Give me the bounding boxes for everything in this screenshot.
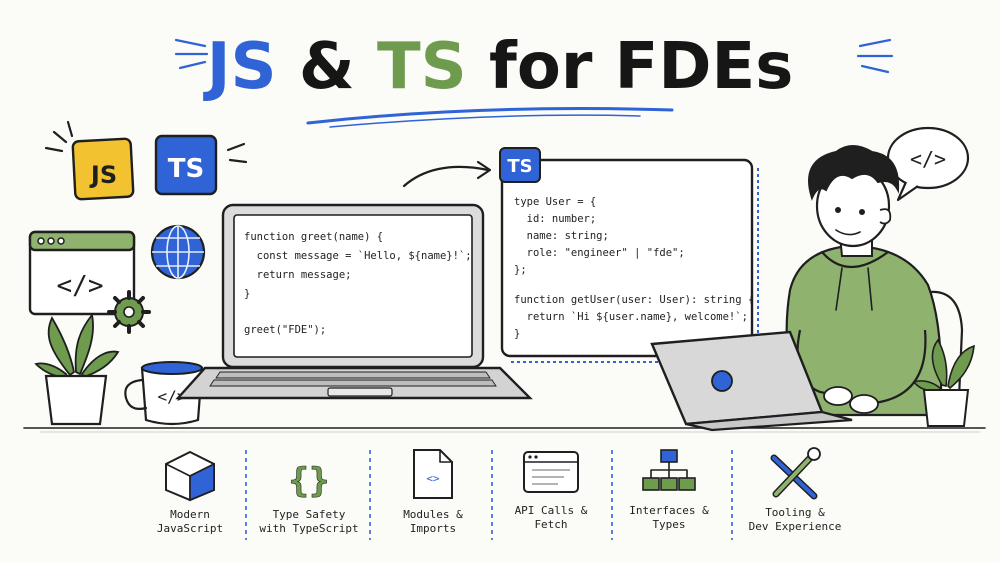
plant-left xyxy=(34,312,120,426)
feature-2-line-1: Type Safety xyxy=(273,508,346,521)
code-window-icon: </> xyxy=(28,230,136,316)
feature-6-line-1: Tooling & xyxy=(765,506,825,519)
feature-6-line-2: Dev Experience xyxy=(749,520,842,533)
feature-type-safety: {} Type Safety with TypeScript xyxy=(259,461,358,535)
laptop-center xyxy=(175,203,533,400)
panel-code-line-7: function getUser(user: User): string { xyxy=(514,294,754,306)
title-js: JS xyxy=(203,30,277,104)
ts-code-panel: TS xyxy=(499,147,759,363)
title-rest: for FDEs xyxy=(467,30,794,104)
js-badge: JS xyxy=(44,120,135,201)
feature-row: Modern JavaScript {} Type Safety with Ty… xyxy=(157,447,842,540)
feature-2-line-2: with TypeScript xyxy=(259,522,358,535)
ts-panel-badge: TS xyxy=(507,156,532,177)
feature-1-line-1: Modern xyxy=(170,508,210,521)
title-amp: & xyxy=(277,30,377,104)
laptop-code-line-4: } xyxy=(244,288,250,300)
page-title: JS & TS for FDEs xyxy=(203,30,794,104)
browser-window-icon xyxy=(523,451,579,493)
title-ts: TS xyxy=(377,30,467,104)
laptop-code-line-1: function greet(name) { xyxy=(244,231,383,243)
feature-interfaces-types: Interfaces & Types xyxy=(629,449,709,531)
speech-glyph: </> xyxy=(910,147,946,171)
file-code-icon: <> xyxy=(413,449,453,499)
hierarchy-icon xyxy=(642,449,696,491)
laptop-code-line-6: greet("FDE"); xyxy=(244,324,326,336)
title-decoration xyxy=(174,38,894,128)
feature-4-line-2: Fetch xyxy=(534,518,567,531)
panel-code-line-9: } xyxy=(514,328,520,340)
svg-text:<>: <> xyxy=(426,472,440,485)
panel-code-line-2: id: number; xyxy=(514,213,596,225)
feature-modules-imports: <> Modules & Imports xyxy=(403,449,463,535)
feature-modern-javascript: Modern JavaScript xyxy=(157,450,223,535)
laptop-right xyxy=(650,330,853,432)
mug-glyph: </> xyxy=(158,387,187,406)
panel-code-line-3: name: string; xyxy=(514,230,609,242)
gear-icon xyxy=(107,290,151,334)
laptop-code-line-3: return message; xyxy=(244,269,351,281)
plant-right xyxy=(912,338,975,427)
ts-badge: TS xyxy=(154,134,248,196)
feature-5-line-2: Types xyxy=(652,518,685,531)
feature-api-calls: API Calls & Fetch xyxy=(515,451,588,531)
panel-code-line-8: return `Hi ${user.name}, welcome!`; xyxy=(514,311,748,323)
arrow-to-ts xyxy=(402,165,490,188)
feature-1-line-2: JavaScript xyxy=(157,522,223,535)
js-badge-label: JS xyxy=(89,161,117,189)
chair xyxy=(928,290,964,422)
panel-code-line-1: type User = { xyxy=(514,196,596,208)
laptop-code-line-2: const message = `Hello, ${name}!`; xyxy=(244,250,472,262)
braces-icon: {} xyxy=(288,461,330,502)
ts-code-block: type User = { id: number; name: string; … xyxy=(514,196,754,340)
feature-tooling: Tooling & Dev Experience xyxy=(749,447,842,533)
feature-3-line-1: Modules & xyxy=(403,508,463,521)
panel-code-line-5: }; xyxy=(514,264,527,276)
feature-5-line-1: Interfaces & xyxy=(629,504,709,517)
tools-icon xyxy=(770,447,821,500)
laptop-keyboard xyxy=(209,371,497,387)
feature-3-line-2: Imports xyxy=(410,522,456,535)
window-code-glyph: </> xyxy=(57,271,104,301)
globe-icon xyxy=(150,224,206,280)
coffee-mug: </> xyxy=(124,361,204,426)
speech-bubble: </> xyxy=(886,126,970,202)
cube-icon xyxy=(165,450,215,502)
svg-text:{}: {} xyxy=(289,461,330,501)
feature-4-line-1: API Calls & xyxy=(515,504,588,517)
panel-code-line-4: role: "engineer" | "fde"; xyxy=(514,247,685,259)
ts-badge-label: TS xyxy=(168,154,204,184)
laptop-code-block: function greet(name) { const message = `… xyxy=(244,231,472,336)
